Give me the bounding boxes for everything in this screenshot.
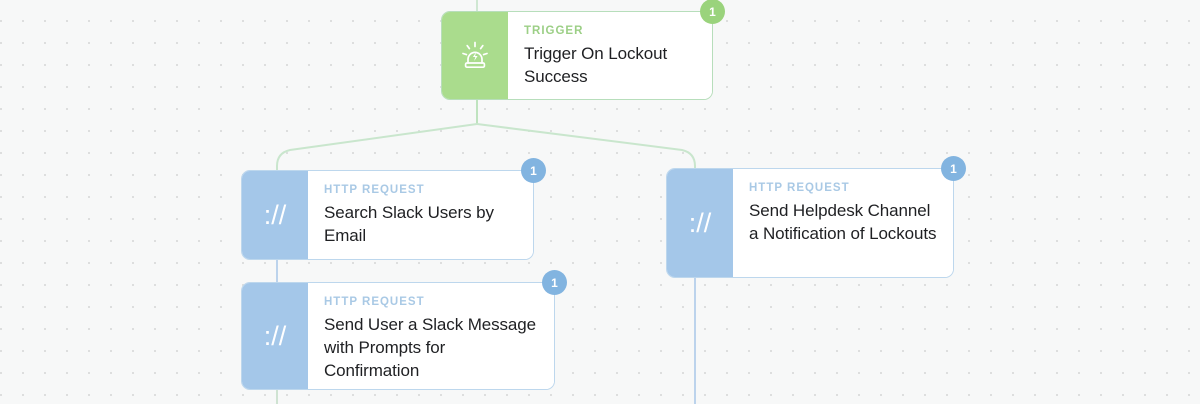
status-badge[interactable]: 1 [941,156,966,181]
node-title-label: Send User a Slack Message with Prompts f… [324,315,536,380]
node-trigger-on-lockout-success[interactable]: TRIGGER Trigger On Lockout Success 1 [441,0,725,100]
status-badge[interactable]: 1 [542,270,567,295]
status-badge[interactable]: 1 [521,158,546,183]
node-kicker-label: HTTP REQUEST [324,296,425,308]
node-kicker-label: TRIGGER [524,25,584,37]
node-kicker-label: HTTP REQUEST [324,184,425,196]
node-surface: TRIGGER Trigger On Lockout Success [441,11,713,100]
node-kicker-label: HTTP REQUEST [749,182,850,194]
node-title-label: Send Helpdesk Channel a Notification of … [749,201,937,243]
node-text-area: HTTP REQUEST Send User a Slack Message w… [308,283,554,389]
node-title-label: Trigger On Lockout Success [524,44,668,86]
protocol-icon: :// [242,171,308,259]
node-send-user-a-slack-message[interactable]: :// HTTP REQUEST Send User a Slack Messa… [241,270,567,390]
node-text-area: HTTP REQUEST Send Helpdesk Channel a Not… [733,169,953,277]
protocol-icon-glyph: :// [263,320,287,351]
protocol-icon-glyph: :// [263,199,287,230]
edge-trigger-to-left-branch [276,123,478,171]
status-badge[interactable]: 1 [700,0,725,24]
node-text-area: HTTP REQUEST Search Slack Users by Email [308,171,533,259]
edge-trigger-to-right-branch [476,123,696,169]
node-send-helpdesk-channel-notification[interactable]: :// HTTP REQUEST Send Helpdesk Channel a… [666,156,966,278]
node-text-area: TRIGGER Trigger On Lockout Success [508,12,712,99]
node-search-slack-users-by-email[interactable]: :// HTTP REQUEST Search Slack Users by E… [241,158,546,260]
node-title-label: Search Slack Users by Email [324,203,494,245]
protocol-icon: :// [242,283,308,389]
node-surface: :// HTTP REQUEST Search Slack Users by E… [241,170,534,260]
protocol-icon: :// [667,169,733,277]
siren-icon [442,12,508,99]
protocol-icon-glyph: :// [688,207,712,238]
node-surface: :// HTTP REQUEST Send Helpdesk Channel a… [666,168,954,278]
node-surface: :// HTTP REQUEST Send User a Slack Messa… [241,282,555,390]
